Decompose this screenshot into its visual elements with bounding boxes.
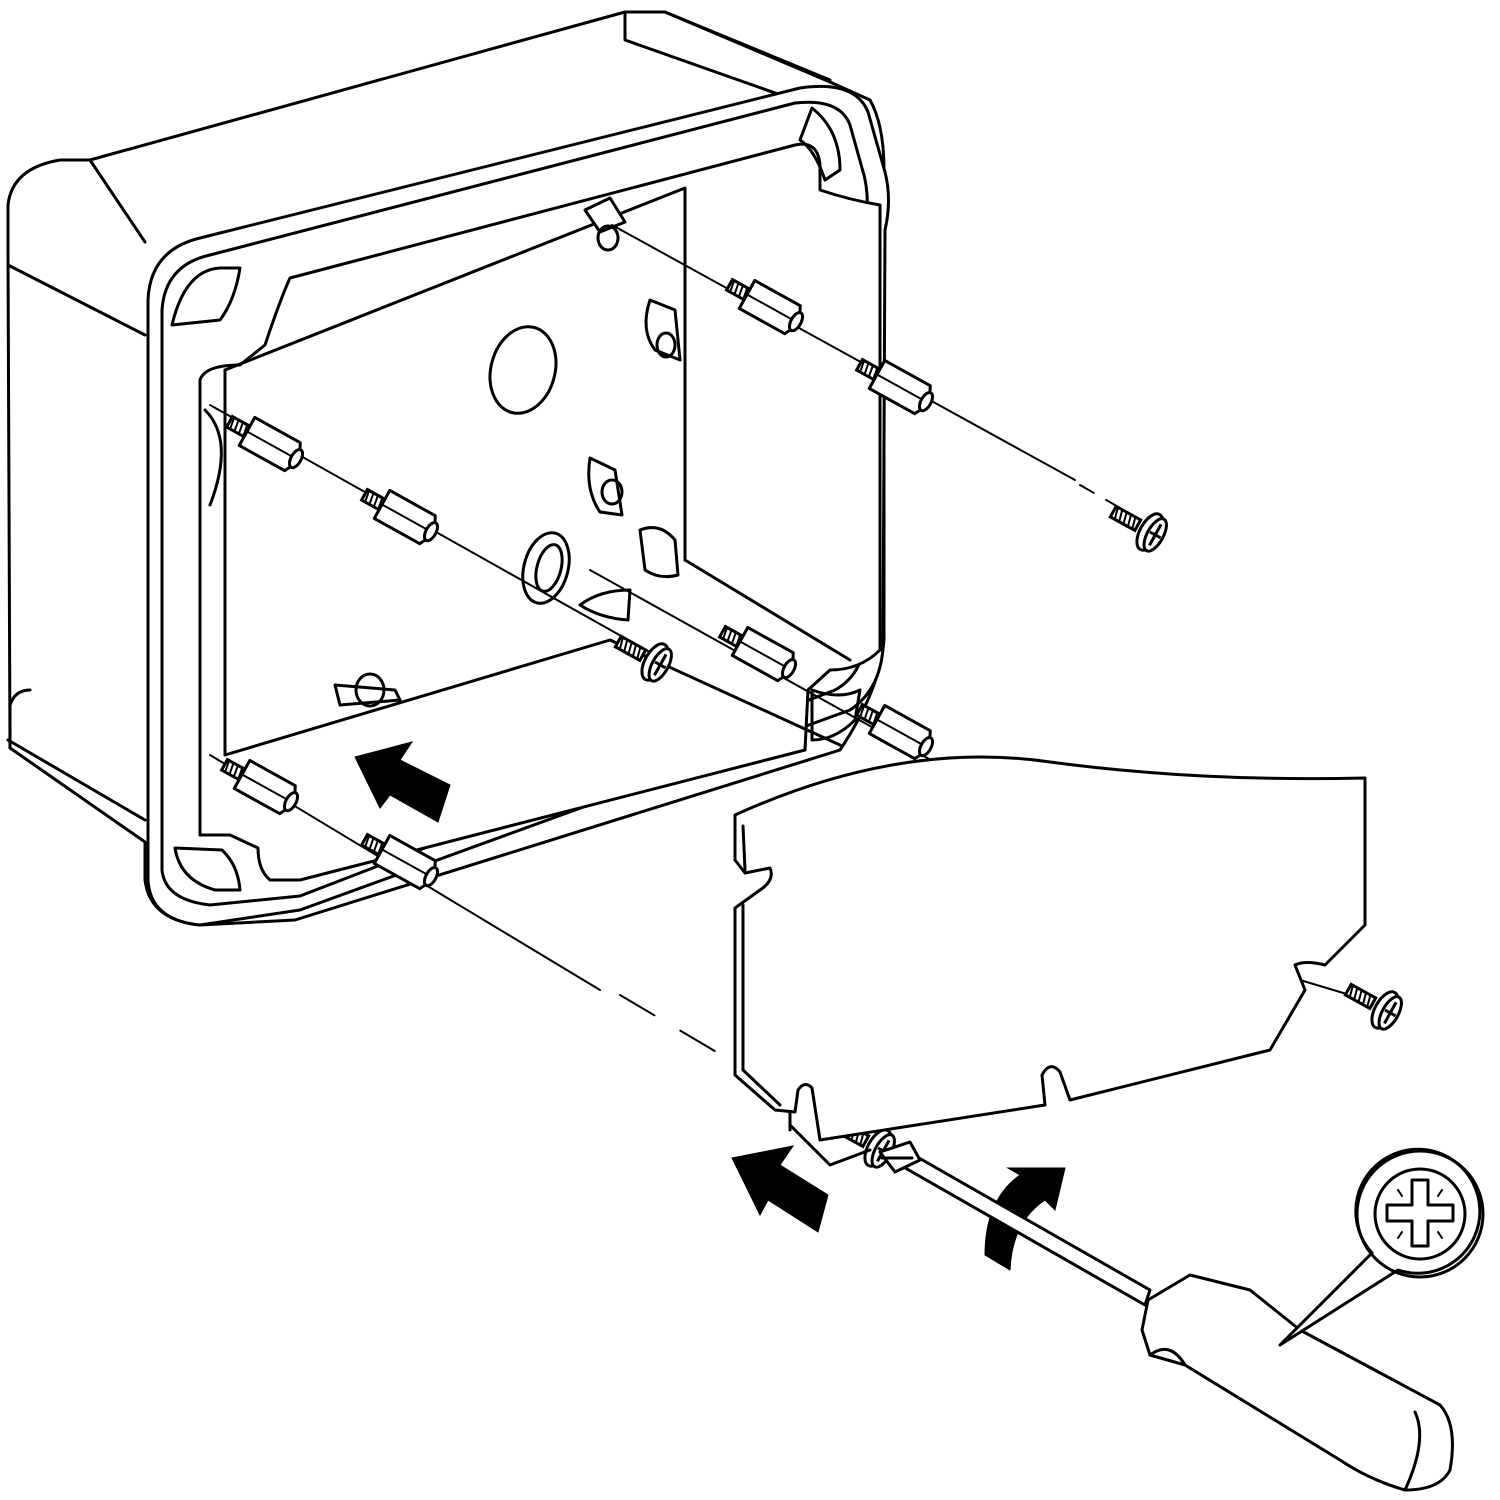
wall-clip-icon	[587, 456, 624, 517]
pozidriv-bit-icon	[1278, 1147, 1485, 1347]
wall-clip-icon	[333, 672, 402, 708]
wall-clip-icon	[638, 526, 680, 579]
spacer-standoff-icon	[219, 757, 300, 816]
wall-clip-icon	[644, 298, 682, 362]
spacer-standoff-icon	[854, 702, 935, 761]
spacer-standoff-icon	[224, 414, 305, 473]
enclosure-box-icon	[6, 10, 890, 927]
mounting-plate-icon	[733, 755, 1367, 1167]
push-arrow-icon	[731, 1145, 829, 1233]
spacer-standoff-icon	[854, 357, 935, 416]
screw-icon	[1343, 982, 1403, 1031]
screw-icon	[1108, 504, 1168, 553]
spacer-standoff-icon	[359, 487, 440, 546]
screw-icon	[613, 634, 673, 683]
spacer-standoff-icon	[359, 832, 440, 891]
push-arrow-icon	[354, 741, 451, 823]
spacer-standoff-icon	[724, 277, 805, 336]
spacer-standoff-icon	[717, 624, 798, 683]
screwdriver-icon	[878, 1140, 1454, 1492]
wall-clip-icon	[583, 196, 627, 252]
